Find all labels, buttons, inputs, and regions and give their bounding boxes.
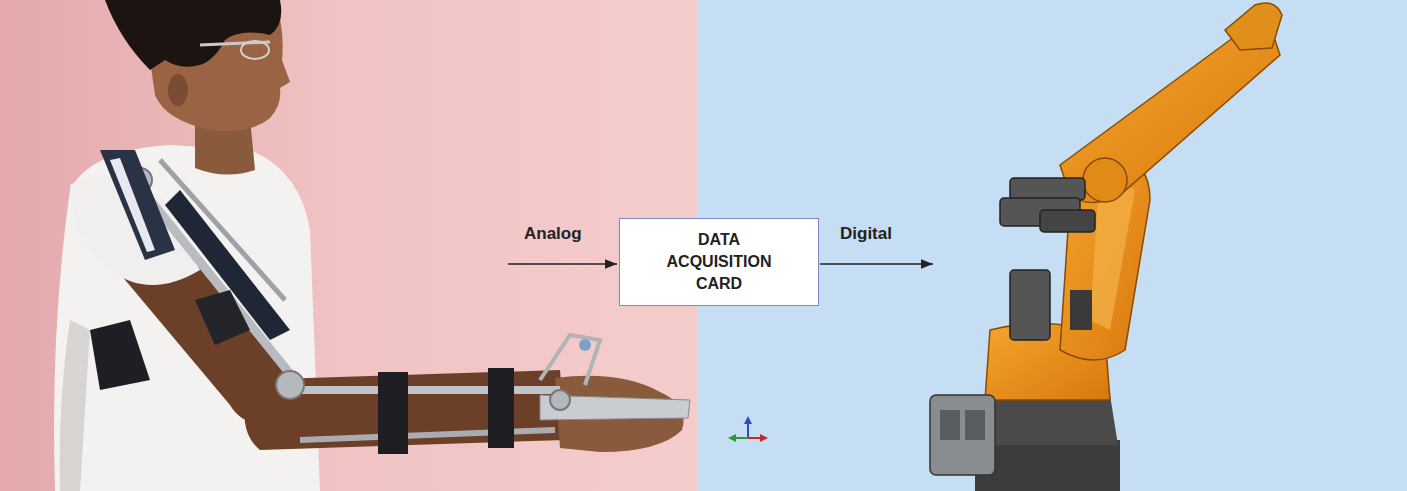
- industrial-robot: [930, 3, 1282, 491]
- digital-arrow: [820, 263, 933, 265]
- box-text: DATA ACQUISITION CARD: [649, 229, 789, 295]
- process-box: DATA ACQUISITION CARD: [619, 218, 819, 306]
- analog-arrow: [508, 263, 617, 265]
- person-with-exoskeleton: [54, 0, 690, 491]
- photo-ground: [0, 0, 697, 491]
- signal-label: Analog: [524, 224, 582, 244]
- signal-label: Digital: [840, 224, 892, 244]
- axis-triad: [728, 416, 768, 442]
